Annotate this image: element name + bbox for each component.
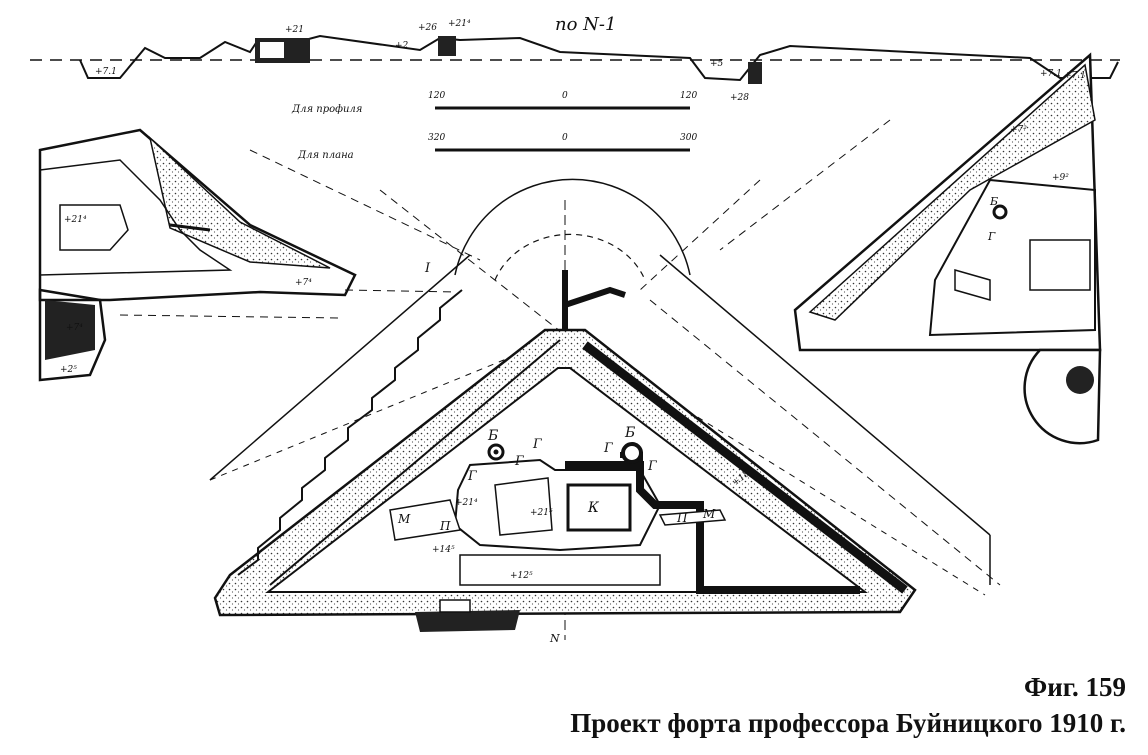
scale-profile-tick-3: 120 [680, 91, 697, 101]
plan-b-left: Б [487, 428, 498, 444]
profile-elev-8: +7.1 [1040, 69, 1062, 79]
profile-elev-7: +28 [730, 93, 749, 103]
profile-elev-2: +21 [285, 25, 304, 35]
plan-m-left: М [397, 512, 411, 526]
head-arc [454, 178, 691, 276]
right-glacis-line [659, 254, 991, 536]
profile-elev-6: +5 [710, 59, 724, 69]
plan-p-left: П [439, 519, 451, 533]
dashed-guides [249, 119, 1001, 586]
profile-elev-1: +7.1 [95, 67, 117, 77]
figure-title: Проект форта профессора Буйницкого 1910 … [570, 708, 1126, 738]
right-elev-72: +7² [1010, 125, 1027, 135]
profile-section: по N-1 +7.1 +21 +2 +26 +21⁴ +5 +28 +7.1 [30, 14, 1120, 103]
plan-g1: Г [467, 469, 477, 484]
profile-bunker-right [748, 62, 762, 84]
plan-k: К [587, 500, 600, 516]
plan-elev-14: +14⁵ [432, 545, 455, 555]
left-glacis-line [209, 254, 471, 481]
right-b: Б [989, 195, 998, 208]
scale-bars: Для профиля 120 0 120 Для плана 320 0 30… [291, 91, 697, 161]
plan-b-right: Б [624, 425, 635, 441]
gorge-gate [415, 610, 520, 632]
left-detail: +21⁴ +7⁴ +7⁴ +2⁵ [38, 128, 357, 382]
figure-number: Фиг. 159 [1024, 672, 1126, 702]
right-elev-71: +7.1 [1064, 71, 1086, 81]
fort-plan: I Б Б Г Г Г Г Г К П П М М +21⁴ +21⁵ +14⁵… [209, 178, 991, 645]
right-elev-92: +9² [1052, 173, 1069, 183]
scale-plan-tick-3: 300 [680, 133, 697, 143]
plan-elev-21b: +21⁵ [530, 508, 553, 518]
scale-plan-tick-1: 320 [428, 133, 445, 143]
plan-g2: Г [514, 454, 524, 469]
scale-profile-label: Для профиля [291, 104, 362, 115]
right-g: Г [987, 230, 996, 243]
left-elev-21: +21⁴ [64, 215, 87, 225]
gun-position-right [621, 442, 643, 464]
left-elev-74b: +7⁴ [66, 323, 83, 333]
plan-elev-12: +12⁵ [510, 571, 533, 581]
profile-elev-4: +26 [418, 23, 437, 33]
left-elev-74: +7⁴ [295, 278, 312, 288]
plan-g5: Г [647, 459, 657, 474]
plan-g3: Г [532, 437, 542, 452]
left-elev-25: +2⁵ [60, 365, 77, 375]
casemate-k [566, 483, 632, 532]
scale-plan-label: Для плана [297, 150, 354, 161]
profile-bunker-mid [438, 36, 456, 56]
profile-elev-5: +21⁴ [448, 19, 471, 29]
right-detail: Б Г +9² +7² +7.1 [793, 52, 1102, 445]
profile-section-label: по N-1 [555, 14, 616, 35]
profile-elev-3: +2 [395, 41, 409, 51]
plan-point-1: I [424, 261, 431, 276]
plan-m-right: М [702, 507, 716, 521]
scale-plan-tick-2: 0 [562, 133, 568, 143]
profile-outline [79, 34, 1119, 82]
plan-p-right: П [676, 511, 688, 525]
plan-g4: Г [603, 441, 613, 456]
plan-n-mark: N [549, 632, 560, 645]
scale-profile-tick-2: 0 [562, 91, 568, 101]
plan-elev-21a: +21⁴ [455, 498, 478, 508]
scale-profile-tick-1: 120 [428, 91, 445, 101]
stepped-flank [237, 289, 463, 576]
